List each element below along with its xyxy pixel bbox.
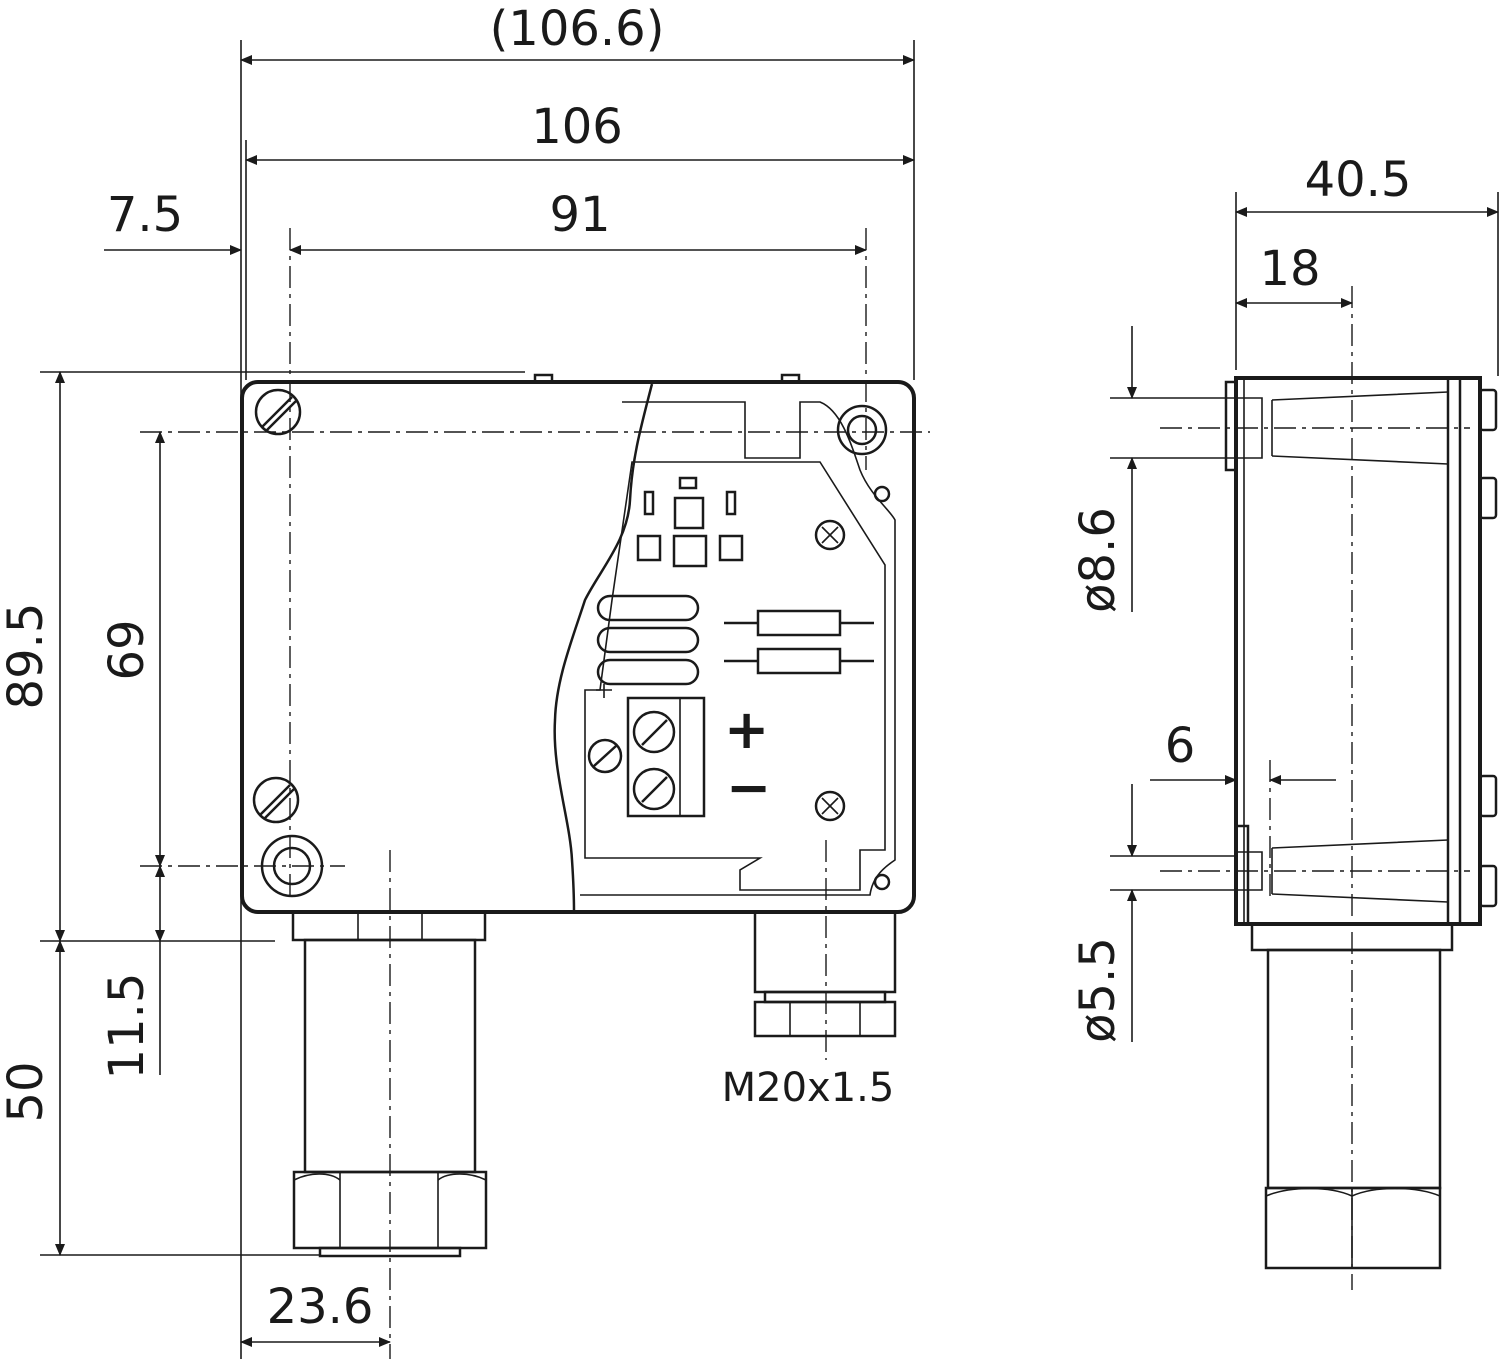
internal-board-inner [580, 401, 896, 896]
side-view [1160, 286, 1498, 1290]
screw-top-left [254, 388, 302, 436]
thread-label: M20x1.5 [722, 1065, 895, 1111]
dim-hole-spacing-y: 69 [99, 619, 155, 680]
terminal-block [587, 684, 706, 818]
indicator-components [636, 476, 744, 568]
dim-height: 89.5 [0, 603, 54, 710]
resistor-lower [724, 647, 874, 675]
minus-symbol: − [726, 756, 771, 819]
dim-fitting-length: 50 [0, 1061, 54, 1122]
dim-hole-spacing-x: 91 [549, 187, 610, 243]
dim-hole-dia-small: ø5.5 [1070, 937, 1126, 1043]
housing-outline [240, 380, 916, 914]
cable-gland [753, 910, 897, 1038]
dim-fitting-offset: 23.6 [267, 1279, 374, 1335]
mount-hole-top-right [836, 404, 888, 456]
small-hole-lower [873, 873, 891, 891]
dim-hole-offset-x: 7.5 [107, 187, 183, 243]
front-dimensions: (106.6) 106 7.5 91 89.5 69 11.5 50 23.6 … [0, 1, 915, 1359]
side-dimensions: 40.5 18 6 ø8.6 ø5.5 [1070, 152, 1499, 1043]
dim-hole-offset-y: 11.5 [99, 973, 155, 1080]
cross-screw-upper [814, 519, 846, 551]
front-view: + − [140, 228, 930, 1359]
dim-side-depth: 40.5 [1305, 152, 1412, 208]
top-bump-left [533, 373, 554, 382]
dim-overall-width: 106 [531, 99, 623, 155]
dim-side-wall: 6 [1165, 718, 1196, 774]
cover-break-line [553, 383, 654, 913]
resistor-upper [724, 609, 874, 637]
dim-hole-dia-large: ø8.6 [1070, 507, 1126, 613]
top-bump-right [780, 373, 801, 382]
screw-bottom-left [252, 776, 300, 824]
vent-slots [596, 594, 700, 686]
small-hole-upper [873, 485, 891, 503]
dim-overall-width-ref: (106.6) [490, 1, 665, 57]
dim-side-center: 18 [1259, 241, 1320, 297]
plus-symbol: + [724, 698, 769, 761]
cross-screw-lower [814, 790, 846, 822]
